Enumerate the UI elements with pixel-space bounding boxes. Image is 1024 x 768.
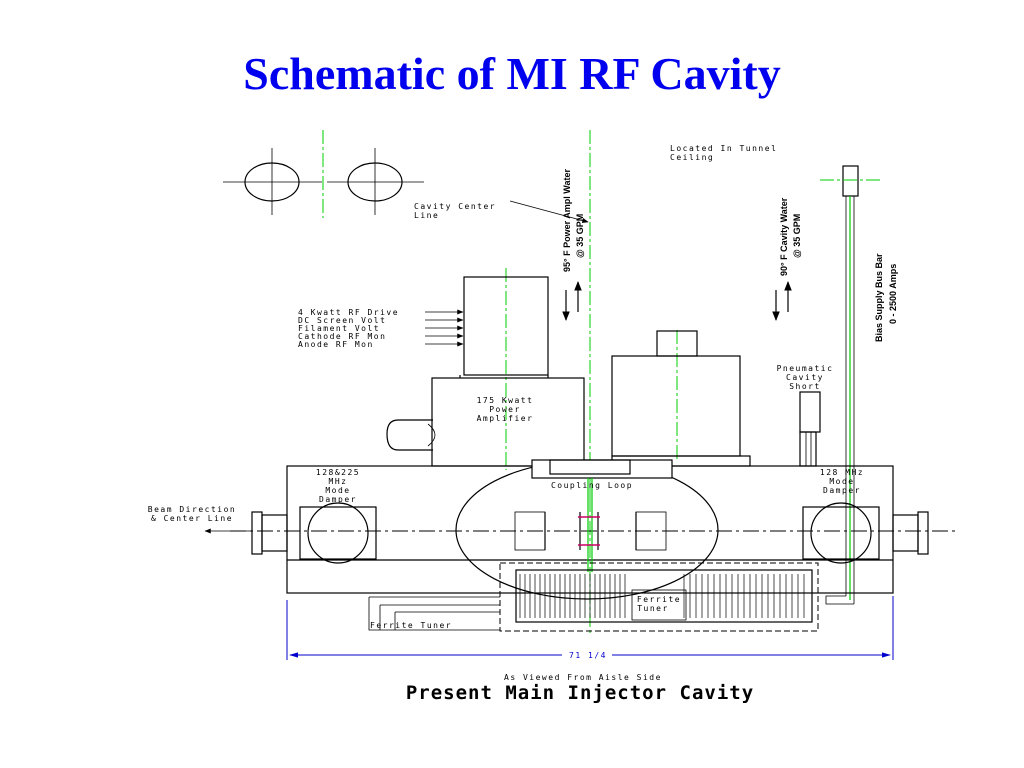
ferrite-tuner-label: Tuner xyxy=(637,604,669,613)
drive-label: Filament Volt xyxy=(298,324,380,333)
pneumatic-label: Pneumatic xyxy=(777,364,834,373)
cavity-body xyxy=(230,465,955,594)
located-label: Ceiling xyxy=(670,153,714,162)
pneumatic-label: Short xyxy=(789,382,821,391)
slide-title: Schematic of MI RF Cavity xyxy=(243,48,781,99)
amplifier-label: Power xyxy=(489,405,521,414)
located-label: Located In Tunnel xyxy=(670,144,777,153)
cavity-center-label: Line xyxy=(414,211,439,220)
bias-label: 0 - 2500 Amps xyxy=(888,264,898,324)
reference-circles xyxy=(223,130,424,218)
ferrite-tuner xyxy=(368,562,819,632)
caption: Present Main Injector Cavity xyxy=(406,682,754,704)
drive-label: Cathode RF Mon xyxy=(298,332,386,341)
cavity-center-label: Cavity Center xyxy=(414,202,496,211)
ferrite-tuner-label: Ferrite xyxy=(637,595,681,604)
damper-right-label: Damper xyxy=(823,486,861,495)
pneumatic-label: Cavity xyxy=(786,373,824,382)
coupling-loop xyxy=(455,459,719,600)
damper-left-label: MHz xyxy=(329,477,348,486)
beam-direction-label: & Center Line xyxy=(151,514,233,523)
water95-label: 95° F Power Ampl Water xyxy=(562,169,572,272)
leader-arrows xyxy=(204,200,792,534)
amplifier-label: 175 Kwatt xyxy=(477,396,534,405)
beam-direction-label: Beam Direction xyxy=(148,505,236,514)
damper-left-label: 128&225 xyxy=(316,468,360,477)
water90-label: @ 35 GPM xyxy=(792,214,802,258)
coupling-loop-label: Coupling Loop xyxy=(551,481,633,490)
water90-label: 90° F Cavity Water xyxy=(779,197,789,276)
dimension-label: 71 1/4 xyxy=(569,651,607,660)
bias-bus-bar xyxy=(820,165,880,605)
drive-label: DC Screen Volt xyxy=(298,316,386,325)
water95-label: @ 35 GPM xyxy=(575,214,585,258)
bias-label: Bias Supply Bus Bar xyxy=(874,253,884,342)
damper-left-label: Damper xyxy=(319,495,357,504)
damper-left-label: Mode xyxy=(325,486,350,495)
damper-right-label: 128 MHz xyxy=(820,468,864,477)
drive-label: Anode RF Mon xyxy=(298,340,374,349)
amplifier-label: Amplifier xyxy=(477,414,534,423)
viewed-from-label: As Viewed From Aisle Side xyxy=(504,673,662,682)
ferrite-tuner-left-label: Ferrite Tuner xyxy=(370,621,452,630)
power-amplifier xyxy=(386,276,585,467)
overall-dimension xyxy=(286,596,894,661)
damper-right-label: Mode xyxy=(829,477,854,486)
cavity-short-box xyxy=(611,330,821,467)
drive-label: 4 Kwatt RF Drive xyxy=(298,308,399,317)
